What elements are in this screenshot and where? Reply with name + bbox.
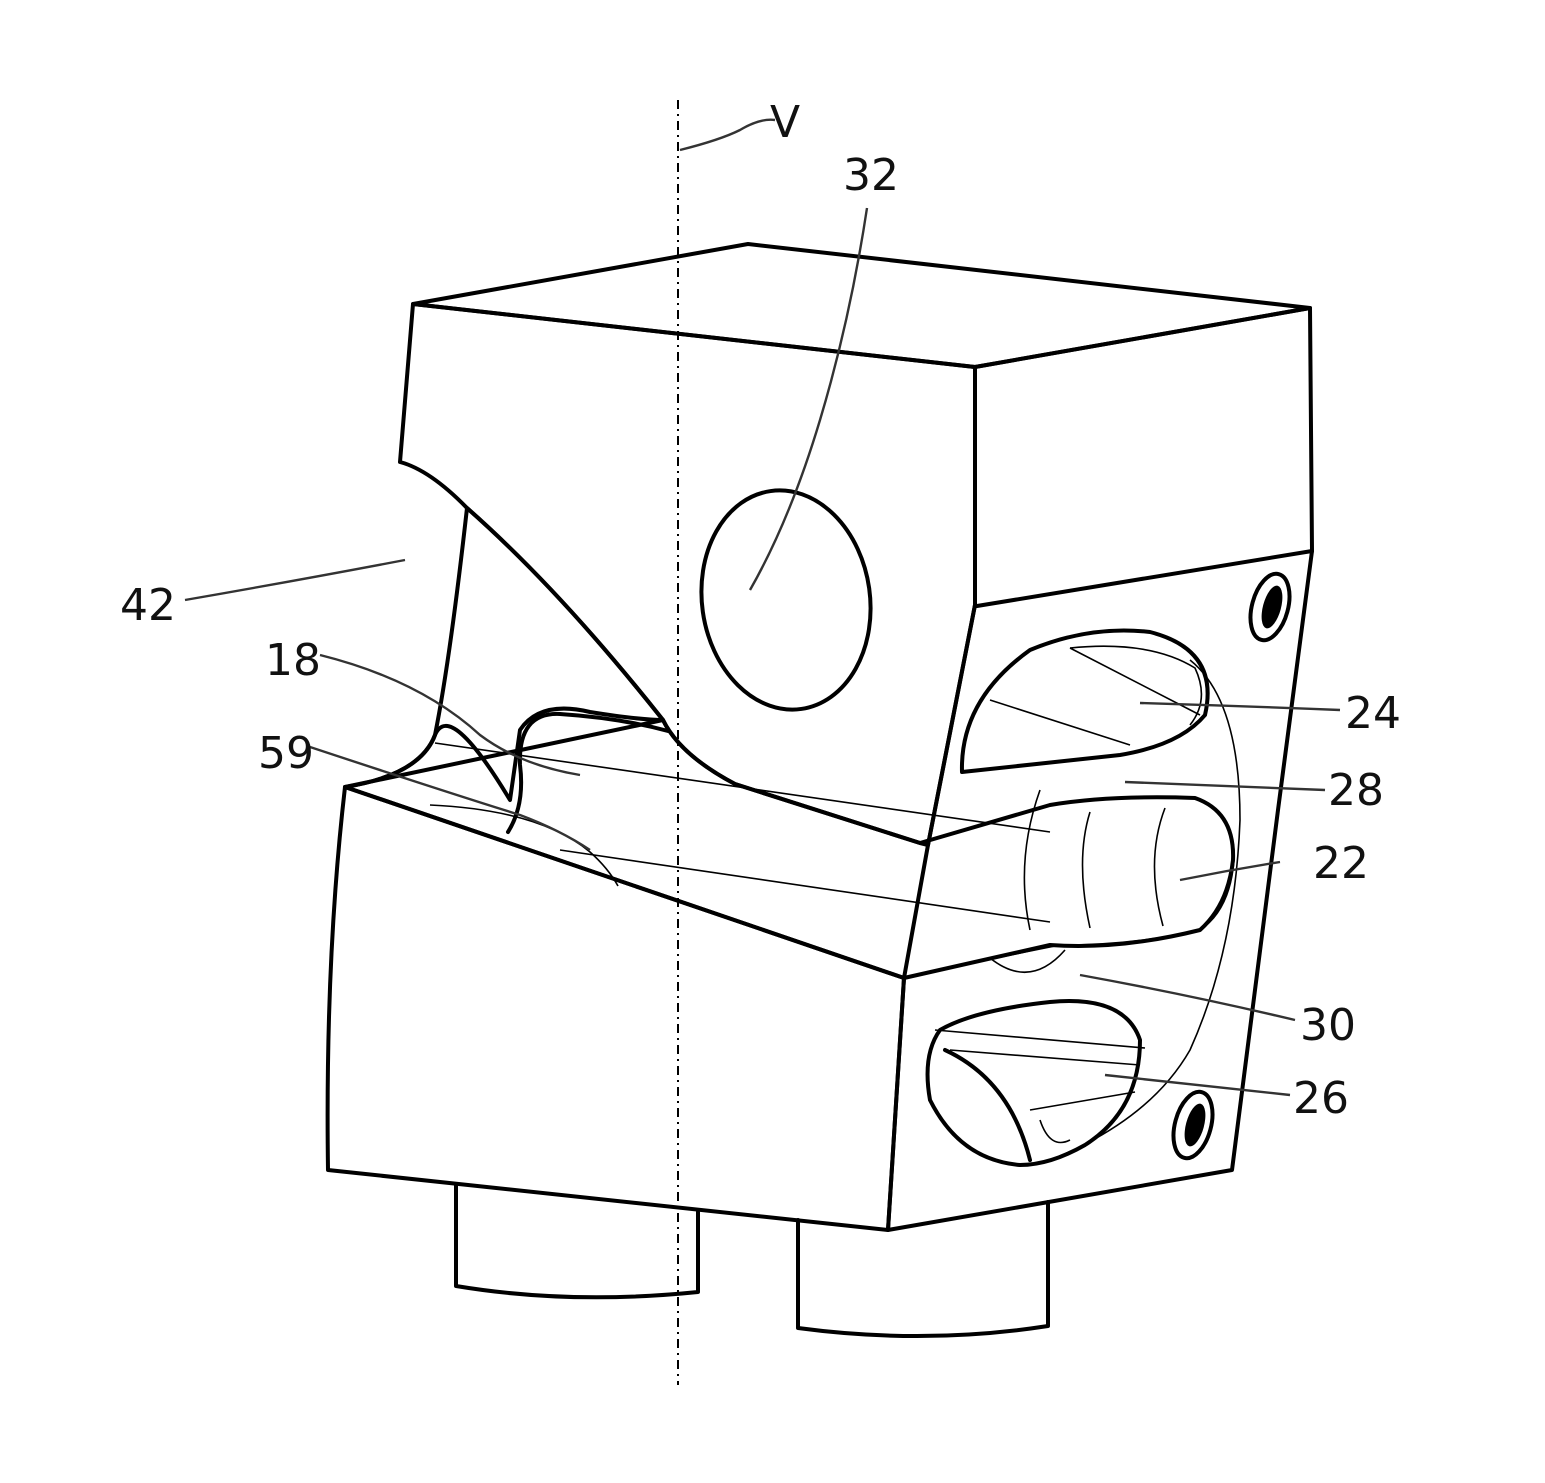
screw-hole-lower	[1167, 1087, 1219, 1162]
label-42: 42	[120, 580, 176, 631]
port-26	[928, 1001, 1140, 1165]
leader-30	[1080, 975, 1295, 1020]
manifold-lower-edge	[904, 945, 1060, 978]
left-web	[345, 508, 663, 787]
leader-59	[310, 747, 590, 850]
port-26-line-1	[935, 1030, 1145, 1048]
port-24	[962, 630, 1208, 772]
bore-22-ring-1	[1083, 812, 1091, 928]
port-24-line-2	[990, 700, 1130, 745]
label-18: 18	[265, 635, 321, 686]
leader-24	[1140, 703, 1340, 710]
port-26-inner	[945, 1050, 1030, 1160]
label-22: 22	[1313, 838, 1369, 889]
top-face	[413, 244, 1310, 367]
screw-hole-upper	[1244, 569, 1296, 644]
leader-42	[185, 560, 405, 600]
label-24: 24	[1345, 688, 1401, 739]
bore-22-inner-arc	[990, 950, 1065, 972]
label-26: 26	[1293, 1073, 1349, 1124]
label-28: 28	[1328, 765, 1384, 816]
side-face-edge	[977, 551, 1312, 606]
label-32: 32	[843, 150, 899, 201]
label-v: V	[770, 97, 800, 148]
port-26-line-3	[1030, 1092, 1135, 1110]
port-26-arc	[1040, 1120, 1070, 1143]
lower-hatched-section	[328, 787, 904, 1230]
port-26-line-2	[950, 1050, 1140, 1065]
leader-v	[680, 120, 775, 150]
leader-28	[1125, 782, 1325, 790]
label-59: 59	[258, 728, 314, 779]
bore-22-ring-2	[1154, 808, 1165, 926]
bottom-pillar-left	[456, 1184, 698, 1297]
manifold-curve	[1050, 660, 1240, 1160]
label-30: 30	[1300, 1000, 1356, 1051]
